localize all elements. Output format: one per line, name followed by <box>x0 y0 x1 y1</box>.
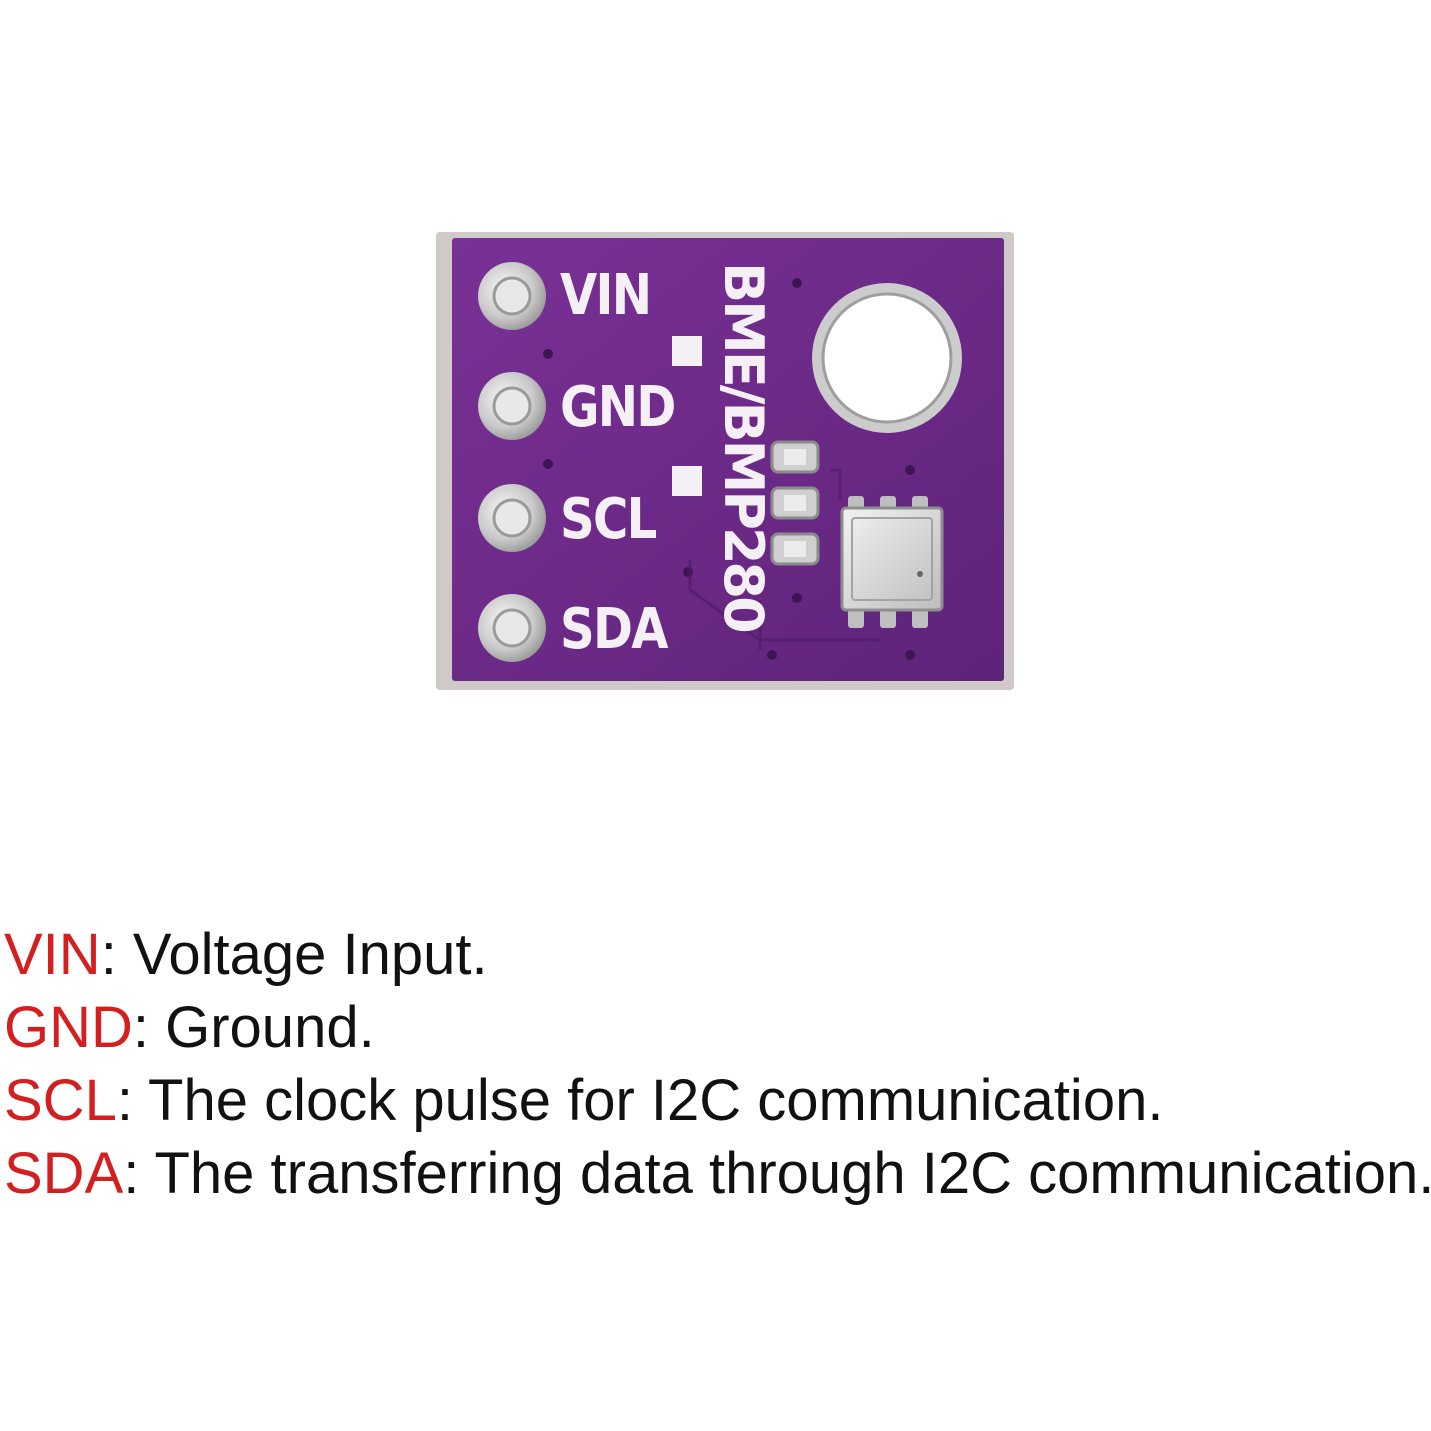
silk-square-1 <box>672 336 702 366</box>
pin-pads <box>478 262 546 662</box>
legend-separator: : <box>132 995 166 1060</box>
legend-description: The transferring data through I2C commun… <box>154 1141 1431 1206</box>
legend-key: SCL <box>4 1068 117 1133</box>
silk-square-2 <box>672 466 702 496</box>
pcb-illustration <box>436 232 1014 690</box>
legend-row-sda: SDA: The transferring data through I2C c… <box>4 1137 1431 1210</box>
legend-separator: : <box>123 1141 155 1206</box>
legend-separator: : <box>100 922 133 987</box>
legend-row-scl: SCL: The clock pulse for I2C communicati… <box>4 1064 1431 1137</box>
legend-description: The clock pulse for I2C communication. <box>148 1068 1164 1133</box>
legend-description: Voltage Input. <box>132 922 488 987</box>
pin-label-gnd: GND <box>560 375 676 440</box>
board-model-label: BME/BMP280 <box>712 262 775 631</box>
smd-resistors <box>770 440 820 566</box>
legend-row-gnd: GND: Ground. <box>4 991 1431 1064</box>
legend-description: Ground. <box>165 995 375 1060</box>
pcb-traces <box>688 468 880 650</box>
legend-separator: : <box>116 1068 149 1133</box>
legend-row-vin: VIN: Voltage Input. <box>4 918 1431 991</box>
pin-label-vin: VIN <box>560 263 652 328</box>
pin-label-sda: SDA <box>560 597 668 662</box>
legend-key: VIN <box>4 922 101 987</box>
legend-key: SDA <box>4 1141 124 1206</box>
sensor-chip <box>840 496 944 628</box>
sensor-board-photo: VIN GND SCL SDA BME/BMP280 <box>436 232 1014 690</box>
pin-legend: VIN: Voltage Input. GND: Ground. SCL: Th… <box>4 918 1431 1210</box>
pin-label-scl: SCL <box>560 487 657 552</box>
legend-key: GND <box>4 995 133 1060</box>
